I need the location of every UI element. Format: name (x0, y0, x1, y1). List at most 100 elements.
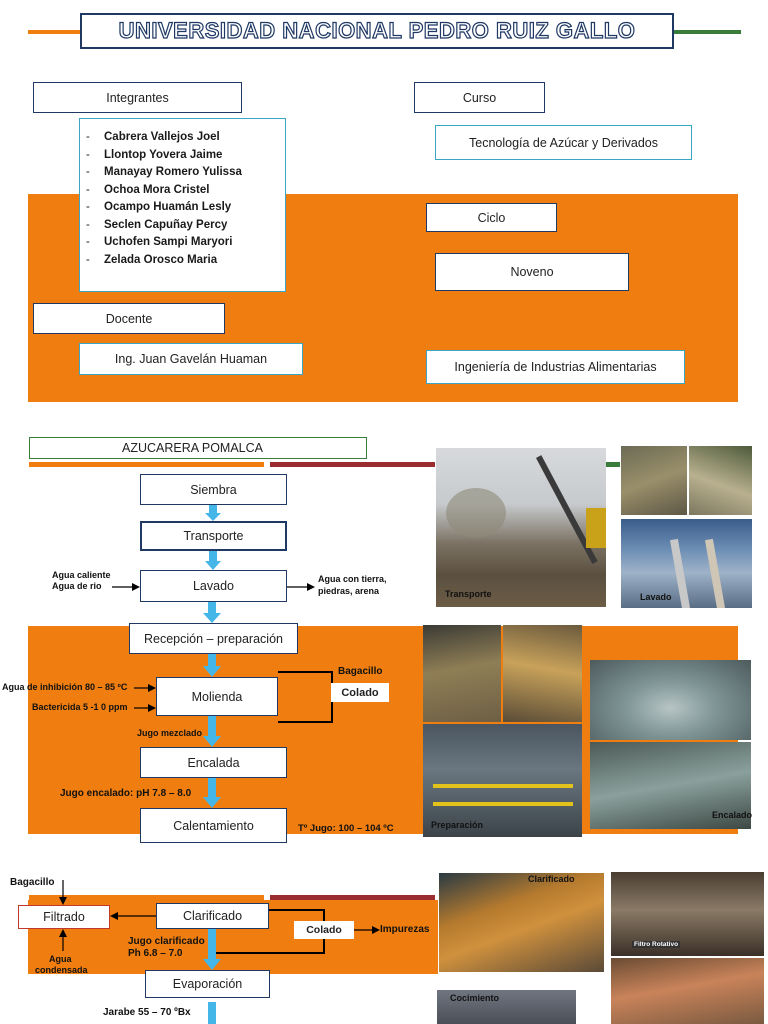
list-item: -Llontop Yovera Jaime (86, 148, 223, 161)
temp-jugo-label: Tº Jugo: 100 – 104 ºC (298, 823, 394, 834)
arrow-up-icon (59, 929, 67, 951)
ciclo-label-box: Ciclo (426, 203, 557, 232)
arrow-right-icon (134, 684, 156, 692)
divider-red (270, 462, 435, 467)
section-title-box: AZUCARERA POMALCA (29, 437, 367, 459)
clarificado-label: Clarificado (182, 909, 243, 923)
photo-caption-filtro: Filtro Rotativo (632, 941, 681, 948)
docente-label: Docente (105, 311, 153, 326)
photo-caption-encalado: Encalado (712, 810, 753, 820)
list-item: -Seclen Capuñay Percy (86, 218, 228, 231)
preparacion-photo (423, 724, 582, 837)
photo-caption-lavado: Lavado (640, 592, 672, 602)
siembra-box: Siembra (140, 474, 287, 505)
arrow-down-icon (203, 929, 221, 970)
tree-shape (446, 488, 506, 538)
evaporacion-box: Evaporación (145, 970, 270, 998)
arrow-down-icon (59, 880, 67, 905)
lavado-photo (621, 519, 752, 608)
arrow-down-icon (203, 654, 221, 677)
lavado-photo-top-right (689, 446, 752, 515)
clarificado-bracket-bottom (215, 952, 325, 954)
calentamiento-label: Calentamiento (173, 818, 254, 833)
arrow-down-icon (205, 505, 221, 521)
clarificado-bracket-top (269, 909, 325, 911)
header-line-left (28, 30, 80, 34)
filtro-rotativo-photo-bottom (611, 958, 764, 1024)
arrow-down-icon (203, 602, 221, 623)
colado-label-2: Colado (306, 924, 342, 936)
lavado-output-2: piedras, arena (318, 586, 380, 596)
transporte-photo (436, 448, 606, 607)
photo-caption-preparacion: Preparación (431, 820, 484, 830)
photo-caption-clarificado: Clarificado (528, 874, 575, 884)
header-title-box: UNIVERSIDAD NACIONAL PEDRO RUIZ GALLO (80, 13, 674, 49)
arrow-down-icon (205, 551, 221, 570)
photo-caption-transporte: Transporte (445, 589, 492, 599)
list-item: -Uchofen Sampi Maryori (86, 236, 233, 248)
filtrado-box: Filtrado (18, 905, 110, 929)
list-item: -Zelada Orosco Maria (86, 253, 218, 266)
integrantes-list-box: -Cabrera Vallejos Joel -Llontop Yovera J… (79, 118, 286, 292)
encalada-box: Encalada (140, 747, 287, 778)
divider-green (605, 462, 620, 467)
siembra-label: Siembra (190, 482, 237, 497)
section-title: AZUCARERA POMALCA (122, 441, 264, 455)
integrantes-label-box: Integrantes (33, 82, 242, 113)
carrera-value-box: Ingeniería de Industrias Alimentarias (426, 350, 685, 384)
list-item: -Ochoa Mora Cristel (86, 183, 210, 196)
ciclo-label: Ciclo (477, 210, 506, 225)
arrow-right-icon (354, 926, 380, 934)
arrow-right-icon (287, 583, 315, 591)
cocimiento-photo (437, 990, 576, 1024)
bagacillo-label-1: Bagacillo (338, 666, 383, 677)
rail-shape (433, 784, 573, 788)
curso-value: Tecnología de Azúcar y Derivados (469, 135, 658, 150)
photo-caption-cocimiento: Cocimiento (450, 993, 500, 1003)
carrera-value: Ingeniería de Industrias Alimentarias (454, 360, 657, 374)
curso-label: Curso (462, 90, 497, 105)
lavado-input-1: Agua caliente (52, 570, 111, 580)
encalado-photo (590, 742, 751, 829)
list-item: -Manayay Romero Yulissa (86, 166, 242, 178)
lavado-output-1: Agua con tierra, (318, 574, 387, 584)
ciclo-value-box: Noveno (435, 253, 629, 291)
lavado-input-2: Agua de rio (52, 581, 102, 591)
jugo-encalado-label: Jugo encalado: pH 7.8 – 8.0 (60, 788, 192, 799)
machine-shape (586, 508, 606, 548)
bactericida-label: Bactericida 5 -1 0 ppm (32, 702, 128, 712)
clarificado-photo (439, 873, 604, 972)
recepcion-bagacillo-line (278, 671, 333, 673)
curso-value-box: Tecnología de Azúcar y Derivados (435, 125, 692, 160)
divider-orange (29, 462, 264, 467)
impurezas-label: Impurezas (380, 924, 430, 935)
colado-label-1: Colado (341, 686, 379, 699)
integrantes-label: Integrantes (106, 90, 169, 105)
header-line-right (673, 30, 741, 34)
divider-red-2 (270, 895, 435, 900)
docente-value-box: Ing. Juan Gavelán Huaman (79, 343, 303, 375)
arrow-right-icon (134, 704, 156, 712)
recepcion-label: Recepción – preparación (144, 631, 283, 646)
arrow-down-icon (203, 716, 221, 747)
page-title: UNIVERSIDAD NACIONAL PEDRO RUIZ GALLO (118, 17, 636, 43)
jugo-clarificado-label: Jugo clarificado (128, 936, 205, 947)
jarabe-label: Jarabe 55 – 70 ºBx (103, 1007, 191, 1018)
list-item: -Cabrera Vallejos Joel (86, 131, 220, 143)
arrow-down-icon (208, 1002, 216, 1024)
encalado-photo-top (590, 660, 751, 740)
agua-condensada-2: condensada (35, 965, 88, 975)
agua-condensada-1: Agua (49, 954, 72, 964)
transporte-label: Transporte (183, 529, 244, 543)
jugo-mezclado-label: Jugo mezclado (137, 728, 203, 738)
calentamiento-box: Calentamiento (140, 808, 287, 843)
pipe-shape (704, 538, 726, 608)
transporte-box: Transporte (140, 521, 287, 551)
arrow-down-icon (203, 778, 221, 808)
preparacion-photo-top-left (423, 625, 501, 722)
lavado-box: Lavado (140, 570, 287, 602)
docente-label-box: Docente (33, 303, 225, 334)
pipe-shape (669, 538, 691, 608)
ciclo-value: Noveno (510, 265, 554, 279)
divider-orange-2 (29, 895, 264, 900)
